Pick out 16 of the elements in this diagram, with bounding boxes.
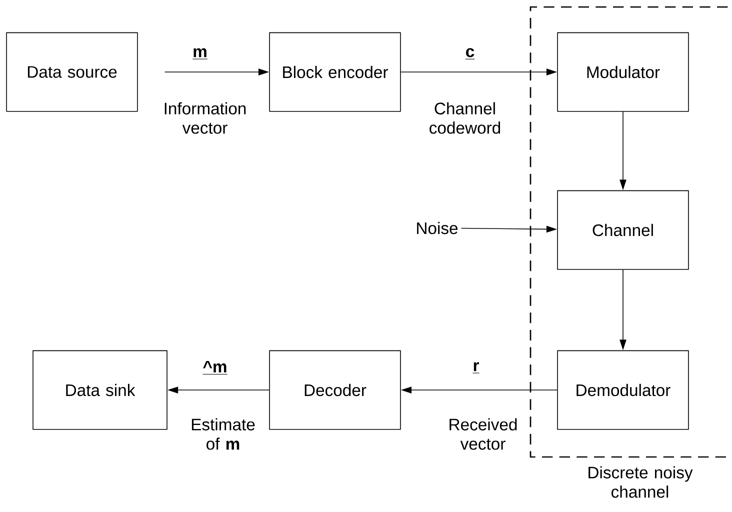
input-label: Noise <box>417 222 458 234</box>
edge-label: m <box>192 48 208 60</box>
block-box: Block encoder <box>269 32 401 112</box>
block-box: Data sink <box>32 350 168 430</box>
edge-caption: Information vector <box>164 102 246 134</box>
edge-caption: Channel codeword <box>430 102 500 134</box>
block-box: Data source <box>6 32 138 112</box>
edge-label: ^m <box>202 360 228 375</box>
edge-caption: Received vector <box>450 418 517 450</box>
edge-label: c <box>465 48 475 60</box>
block-box: Channel <box>557 190 689 270</box>
block-box: Demodulator <box>557 350 689 430</box>
edge-label: r <box>472 362 480 374</box>
edge-caption: Estimate of m <box>192 418 255 450</box>
block-box: Modulator <box>557 32 689 112</box>
block-box: Decoder <box>269 350 401 430</box>
